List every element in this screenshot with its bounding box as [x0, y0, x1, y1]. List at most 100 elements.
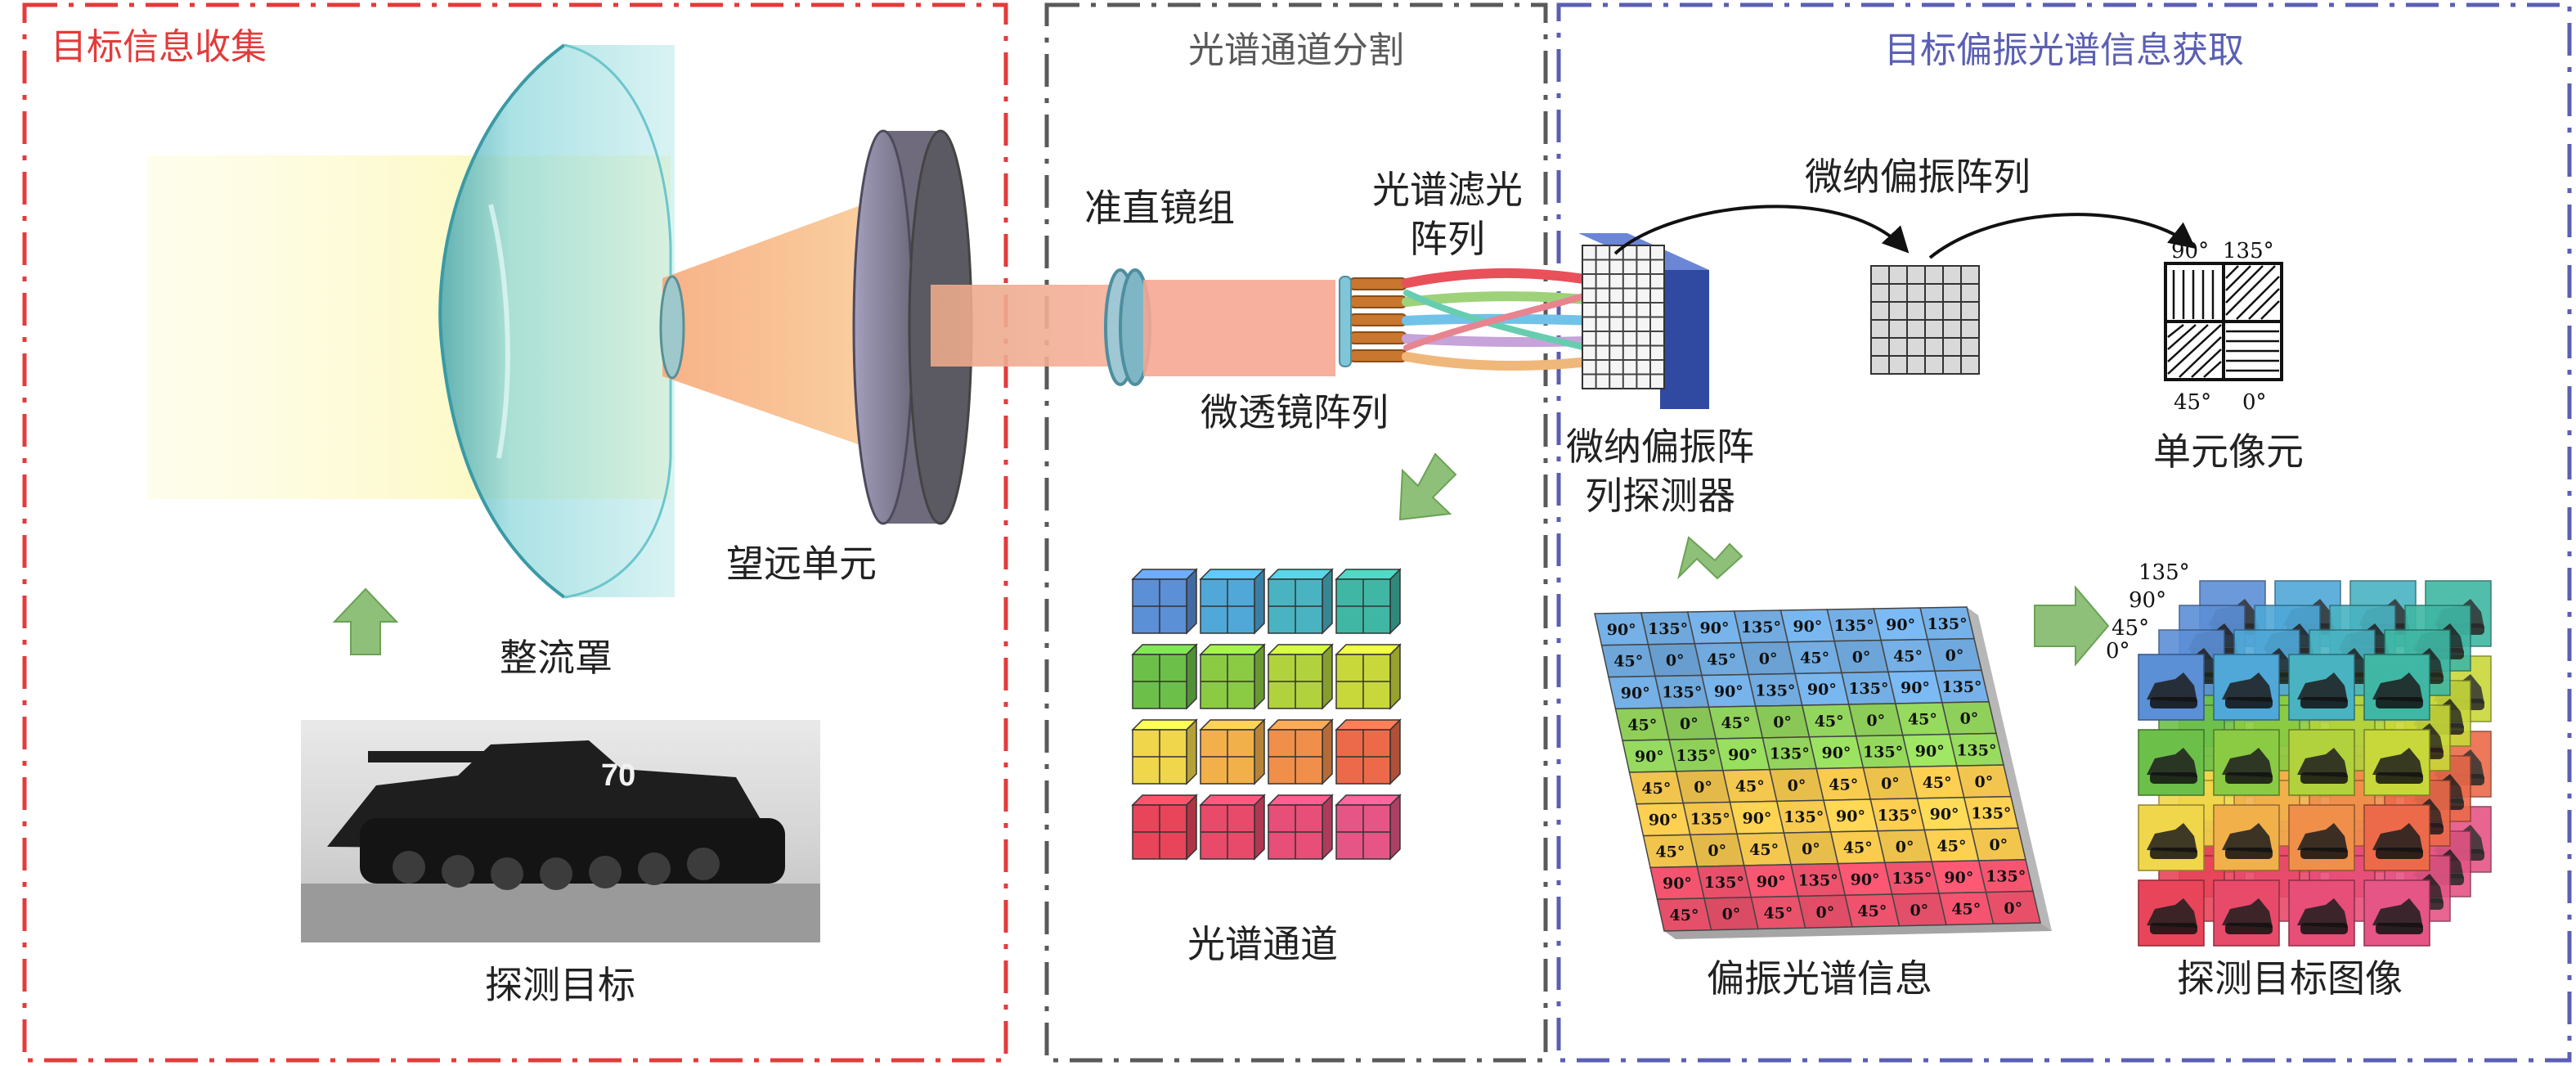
- pol-map-cell: 135°: [1934, 669, 1990, 704]
- channel-cube: [1199, 718, 1266, 785]
- stack-tile: [2288, 879, 2355, 947]
- stack-tile: [2363, 879, 2430, 947]
- spectral-channels-grid: [1131, 568, 1402, 861]
- micro-cell: [1888, 337, 1908, 357]
- pol-map-cell: 0°: [1955, 764, 2012, 798]
- pol-map-cell: 0°: [1675, 769, 1731, 804]
- svg-text:45°: 45°: [1707, 651, 1736, 669]
- svg-text:135°: 135°: [1741, 618, 1781, 636]
- collimator-lens: [1104, 268, 1151, 386]
- svg-text:45°: 45°: [1893, 647, 1923, 665]
- pol-map-cell: 45°: [1614, 707, 1671, 741]
- stack-tile: [2213, 654, 2280, 721]
- pol-map-cell: 135°: [1883, 861, 1941, 895]
- pol-map-cell: 0°: [1833, 639, 1889, 674]
- channel-cube: [1131, 568, 1198, 635]
- svg-text:0°: 0°: [1708, 842, 1726, 860]
- svg-text:90°: 90°: [1663, 875, 1692, 893]
- svg-text:135°: 135°: [1648, 620, 1688, 638]
- stack-angle-135: 135°: [2138, 560, 2190, 585]
- polarization-spectral-map: 90°135°90°135°90°135°90°135°45°0°45°0°45…: [1594, 606, 2052, 939]
- pol-map-cell: 135°: [1733, 609, 1789, 644]
- section-frame-split: [1044, 2, 1548, 1063]
- svg-text:0°: 0°: [1759, 650, 1778, 668]
- label-target-image: 探测目标图像: [2177, 956, 2403, 1001]
- tank-number: 70: [601, 758, 635, 793]
- channel-cube: [1267, 718, 1334, 785]
- channel-cube: [1131, 718, 1198, 785]
- channel-cube: [1199, 643, 1266, 710]
- flow-arrow-polmap: [1677, 536, 1744, 580]
- pol-map-cell: 45°: [1880, 638, 1936, 673]
- flow-arrow-channels: [1398, 452, 1457, 521]
- pol-map-cell: 45°: [1721, 768, 1778, 803]
- stack-tile: [2138, 804, 2205, 871]
- section-title-acquire: 目标偏振光谱信息获取: [1884, 29, 2244, 71]
- pol-map-cell: 135°: [1790, 862, 1847, 897]
- section-frame-collect: [22, 2, 1008, 1063]
- micro-cell: [1960, 301, 1980, 321]
- label-target: 探测目标: [485, 963, 635, 1007]
- label-channels: 光谱通道: [1187, 922, 1338, 966]
- pol-map-cell: 0°: [1927, 637, 1982, 672]
- micro-cell: [1888, 301, 1908, 321]
- stack-tile: [2213, 804, 2280, 871]
- svg-text:45°: 45°: [1735, 778, 1765, 796]
- label-collimator: 准直镜组: [1084, 186, 1235, 230]
- svg-text:0°: 0°: [1802, 840, 1820, 858]
- svg-text:45°: 45°: [1937, 837, 1967, 855]
- svg-text:135°: 135°: [1892, 870, 1932, 888]
- pol-map-cell: 45°: [1894, 702, 1950, 736]
- section-title-collect: 目标信息收集: [51, 26, 267, 68]
- stack-tile: [2138, 654, 2205, 721]
- svg-text:45°: 45°: [1843, 839, 1873, 857]
- micro-cell: [1942, 283, 1962, 303]
- pol-map-cell: 45°: [1600, 644, 1656, 678]
- svg-text:90°: 90°: [1930, 806, 1959, 824]
- label-mpa-line2: 列探测器: [1585, 474, 1735, 518]
- pol-map-cell: 45°: [1694, 641, 1749, 677]
- unit-angle-135: 135°: [2223, 239, 2274, 263]
- pol-map-cell: 0°: [1941, 701, 1997, 735]
- pol-map-cell: 0°: [1877, 829, 1933, 864]
- stack-tile: [2138, 729, 2205, 796]
- pol-map-cell: 0°: [1862, 766, 1919, 800]
- svg-text:135°: 135°: [1927, 615, 1967, 633]
- micro-cell: [1924, 265, 1944, 285]
- pol-map-cell: 135°: [1696, 865, 1752, 899]
- svg-text:0°: 0°: [1788, 776, 1806, 794]
- micro-cell: [1888, 355, 1908, 375]
- pol-map-cell: 135°: [1654, 674, 1710, 709]
- pol-map-cell: 45°: [1750, 895, 1806, 930]
- micro-cell: [1906, 301, 1926, 321]
- svg-text:90°: 90°: [1742, 809, 1771, 827]
- pol-map-cell: 135°: [1668, 738, 1724, 772]
- svg-text:135°: 135°: [1798, 872, 1838, 890]
- svg-text:90°: 90°: [1851, 870, 1880, 888]
- svg-text:45°: 45°: [1815, 713, 1844, 731]
- pol-map-cell: 90°: [1701, 673, 1757, 708]
- micro-cell: [1888, 283, 1908, 303]
- pol-map-cell: 90°: [1916, 796, 1972, 831]
- micro-cell: [1906, 319, 1926, 339]
- pol-map-cell: 45°: [1642, 834, 1699, 869]
- label-fairing: 整流罩: [500, 636, 613, 680]
- micro-cell: [1870, 337, 1890, 357]
- svg-text:90°: 90°: [1607, 621, 1636, 639]
- pol-map-cell: 0°: [1689, 833, 1745, 867]
- svg-text:90°: 90°: [1793, 618, 1822, 636]
- svg-text:90°: 90°: [1757, 873, 1786, 891]
- channel-cube: [1335, 718, 1402, 785]
- pol-map-cell: 0°: [1891, 893, 1947, 927]
- stack-tile: [2213, 729, 2280, 796]
- stack-tile: [2363, 654, 2430, 721]
- channel-cube: [1335, 568, 1402, 635]
- stack-angle-0: 0°: [2106, 639, 2130, 663]
- svg-text:45°: 45°: [1721, 714, 1751, 732]
- label-filter-line2: 阵列: [1410, 217, 1485, 261]
- svg-text:90°: 90°: [1700, 619, 1730, 637]
- svg-text:90°: 90°: [1821, 744, 1851, 762]
- svg-text:0°: 0°: [1773, 713, 1792, 731]
- svg-text:0°: 0°: [2004, 899, 2022, 917]
- channel-cube: [1131, 794, 1198, 861]
